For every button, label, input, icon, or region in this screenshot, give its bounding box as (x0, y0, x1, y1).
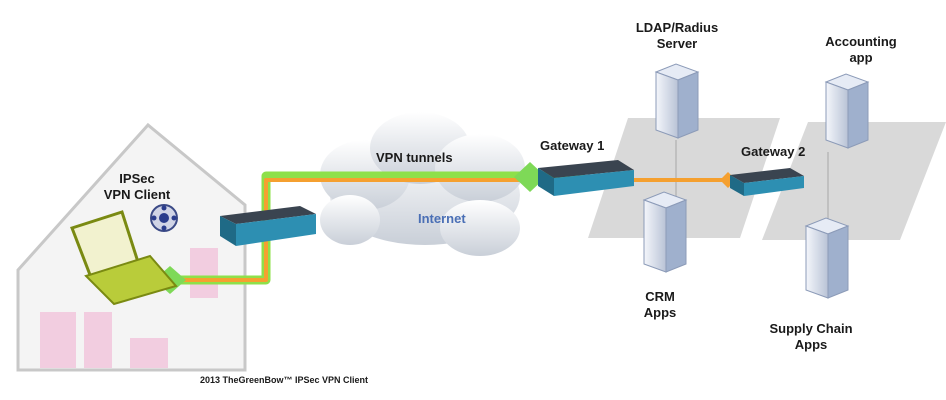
server-icon (804, 217, 850, 299)
vpn-client-logo-icon (150, 204, 178, 232)
accounting-app-label: Accounting app (825, 34, 897, 65)
cloud-icon (320, 112, 525, 256)
platform-right (762, 122, 946, 240)
laptop-icon (70, 210, 178, 306)
gateway1-label: Gateway 1 (540, 138, 605, 153)
internet-label: Internet (418, 211, 466, 226)
supply-chain-label: Supply Chain Apps (769, 321, 853, 352)
gateway2-label: Gateway 2 (741, 144, 806, 159)
server-icon (642, 191, 688, 273)
copyright-caption: 2013 TheGreenBow™ IPSec VPN Client (200, 375, 369, 385)
server-icon (824, 73, 870, 149)
router-icon (730, 168, 804, 196)
vpn-tunnels-label: VPN tunnels (376, 150, 453, 165)
crm-apps-label: CRM Apps (643, 289, 677, 320)
ipsec-client-label: IPSec VPN Client (103, 171, 171, 202)
ldap-server-label: LDAP/Radius Server (635, 20, 719, 51)
router-icon (220, 206, 316, 246)
server-icon (654, 63, 700, 139)
connector-lines (675, 140, 829, 222)
router-icon (538, 160, 634, 196)
